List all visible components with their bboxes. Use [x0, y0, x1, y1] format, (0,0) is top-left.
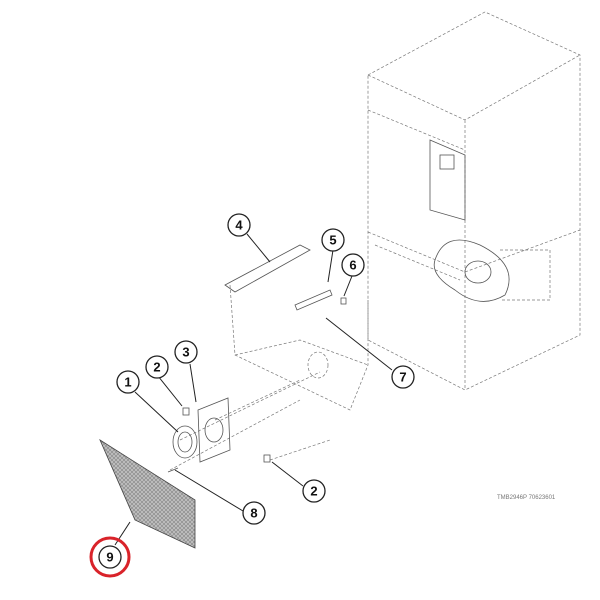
- callout-6[interactable]: 6: [341, 253, 365, 277]
- svg-text:8: 8: [250, 506, 257, 521]
- callout-5[interactable]: 5: [321, 228, 345, 252]
- clip: [182, 407, 190, 416]
- svg-text:2: 2: [310, 484, 317, 499]
- callout-9[interactable]: 9: [98, 545, 122, 569]
- screw: [340, 297, 347, 305]
- filter-box: [229, 284, 369, 411]
- screw-8: [167, 467, 179, 473]
- callout-4[interactable]: 4: [227, 213, 251, 237]
- clip: [263, 454, 271, 463]
- gasket: [197, 397, 231, 463]
- callout-2[interactable]: 2: [145, 355, 169, 379]
- callout-1[interactable]: 1: [116, 370, 140, 394]
- furnace-cabinet: [367, 11, 581, 391]
- callout-7[interactable]: 7: [391, 365, 415, 389]
- side-bracket: [294, 289, 333, 311]
- callout-2b[interactable]: 2: [302, 479, 326, 503]
- callout-3[interactable]: 3: [174, 340, 198, 364]
- drawing-code: TMB2946P 70623601: [497, 495, 556, 501]
- svg-text:6: 6: [349, 258, 356, 273]
- svg-text:1: 1: [124, 375, 131, 390]
- svg-text:7: 7: [399, 370, 406, 385]
- collar-ring: [172, 425, 198, 459]
- svg-text:3: 3: [182, 345, 189, 360]
- svg-text:2: 2: [153, 360, 160, 375]
- highlight-ring: [89, 536, 131, 578]
- callout-8[interactable]: 8: [242, 501, 266, 525]
- svg-text:9: 9: [106, 550, 113, 565]
- filter-grille: [99, 438, 196, 549]
- top-rail: [224, 244, 311, 293]
- svg-text:4: 4: [235, 218, 243, 233]
- svg-text:5: 5: [329, 233, 336, 248]
